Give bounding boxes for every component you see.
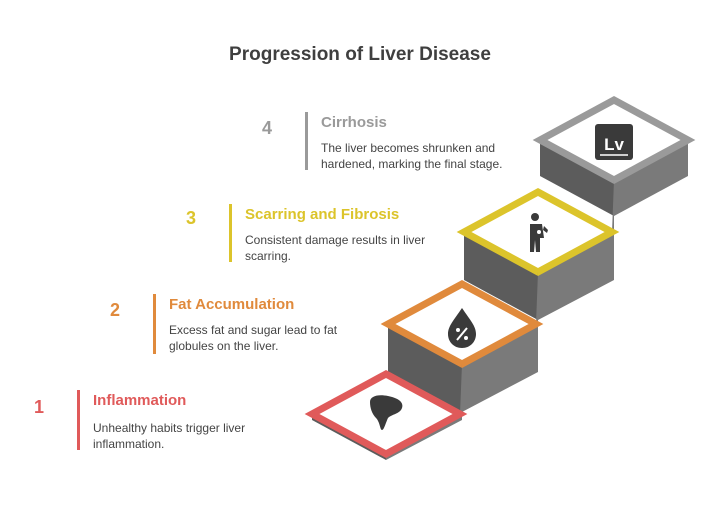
- liver-icon: [370, 395, 403, 430]
- step-heading: Inflammation: [93, 392, 187, 409]
- step-divider: [305, 112, 308, 170]
- step-divider: [153, 294, 156, 354]
- step-number: 2: [110, 300, 121, 320]
- fat-drop-percent-icon: [448, 308, 476, 348]
- step-number: 1: [34, 397, 45, 417]
- step-description: Unhealthy habits trigger liver inflammat…: [93, 421, 246, 451]
- step-heading: Fat Accumulation: [169, 296, 295, 313]
- step-heading: Cirrhosis: [321, 114, 387, 131]
- step-description: The liver becomes shrunken and hardened,…: [321, 141, 503, 171]
- step-heading: Scarring and Fibrosis: [245, 206, 400, 223]
- step-description: Consistent damage results in liver scarr…: [245, 233, 426, 263]
- person-pain-icon: [530, 213, 548, 252]
- step-description: Excess fat and sugar lead to fat globule…: [169, 323, 338, 353]
- liver-symbol-icon: Lv: [595, 124, 633, 160]
- step-divider: [229, 204, 232, 262]
- step-divider: [77, 390, 80, 450]
- svg-text:Lv: Lv: [604, 135, 624, 154]
- diagram-title: Progression of Liver Disease: [229, 44, 491, 65]
- step-number: 3: [186, 208, 197, 228]
- step-number: 4: [262, 118, 273, 138]
